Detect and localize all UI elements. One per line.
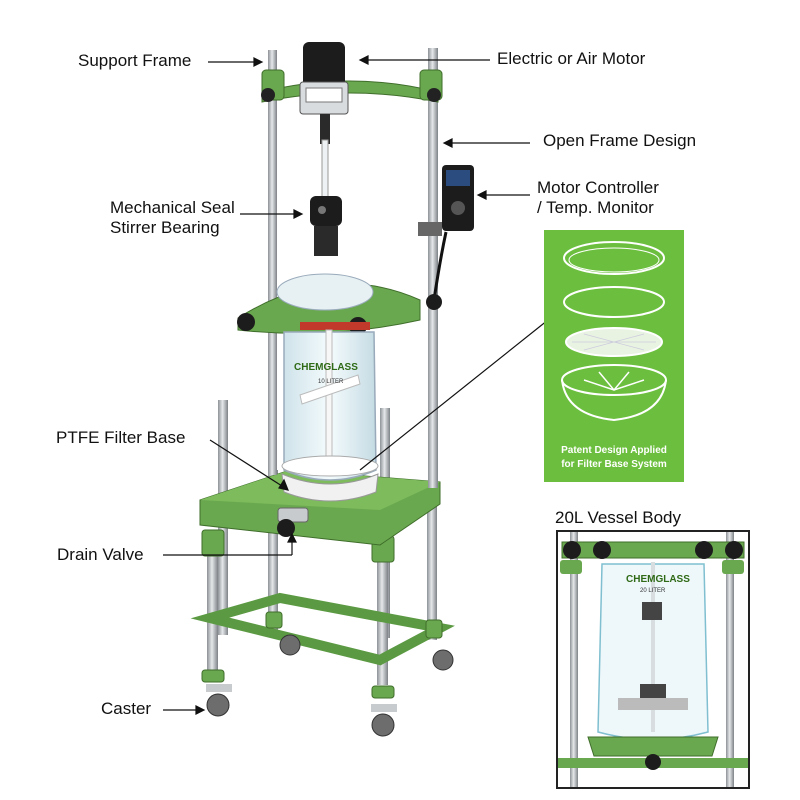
callout-controller: Motor Controller / Temp. Monitor <box>537 178 659 217</box>
mechanical-seal <box>310 196 342 256</box>
callout-seal: Mechanical Seal Stirrer Bearing <box>110 198 235 237</box>
vessel-capacity-text: 10 LITER <box>318 379 344 385</box>
motor-controller <box>418 165 474 301</box>
callout-filter-base: PTFE Filter Base <box>56 428 186 447</box>
top-clamp-bar <box>261 69 443 103</box>
filter-panel-caption: Patent Design Applied for Filter Base Sy… <box>561 445 667 470</box>
callout-motor: Electric or Air Motor <box>497 49 646 68</box>
base-frame <box>190 529 455 699</box>
reactor-lid <box>237 273 442 335</box>
filter-layers-illustration <box>561 241 667 422</box>
motor <box>299 42 349 144</box>
support-rods <box>268 48 438 488</box>
callout-open-frame: Open Frame Design <box>543 131 697 150</box>
filter-base-panel: Patent Design Applied for Filter Base Sy… <box>544 230 684 482</box>
filter-base <box>281 473 379 502</box>
inset-capacity-text: 20 LITER <box>640 588 666 594</box>
vessel-20l-inset: CHEMGLASS 20 LITER <box>556 530 750 789</box>
callout-support-frame: Support Frame <box>78 51 192 70</box>
casters <box>206 634 454 737</box>
glass-vessel: CHEMGLASS 10 LITER <box>281 329 379 481</box>
vessel-20l-illustration: CHEMGLASS 20 LITER <box>558 532 748 787</box>
callout-lines <box>163 55 549 715</box>
callout-drain-valve: Drain Valve <box>57 545 144 564</box>
callout-caster: Caster <box>101 699 152 718</box>
inset-brand-text: CHEMGLASS <box>626 574 690 585</box>
drain-valve <box>277 507 309 537</box>
platform <box>199 469 441 546</box>
vessel-brand-text: CHEMGLASS <box>294 362 358 373</box>
inset-title: 20L Vessel Body <box>555 508 682 527</box>
